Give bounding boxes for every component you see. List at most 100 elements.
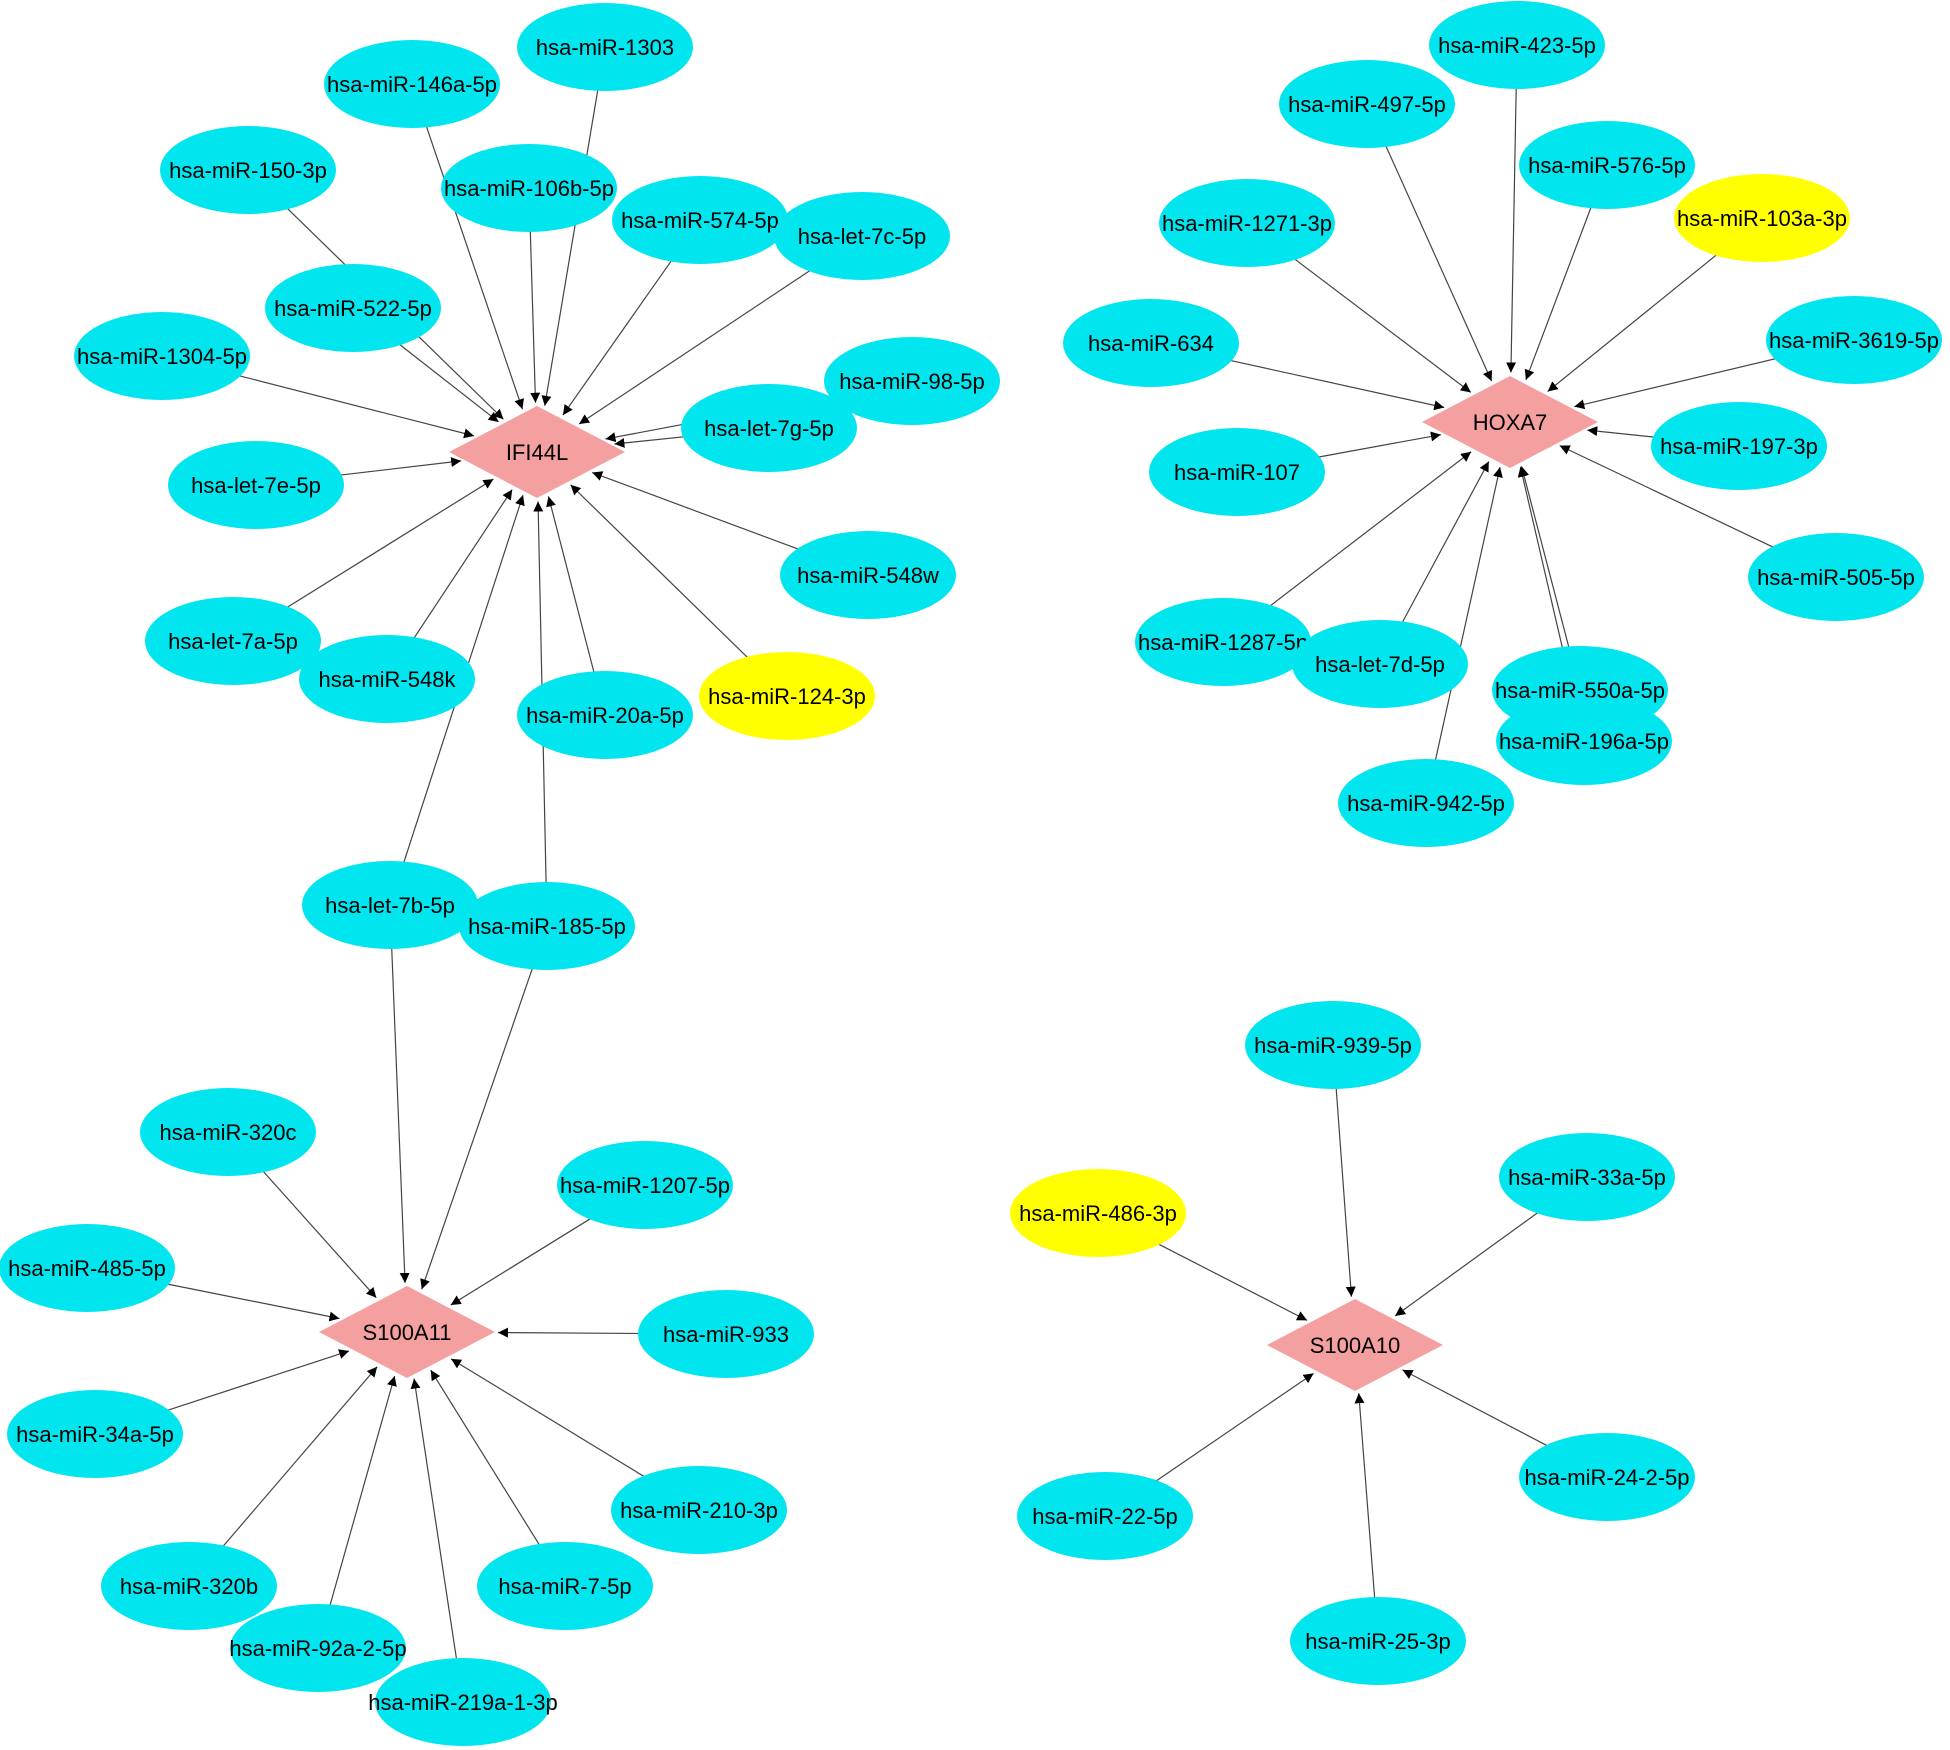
mirna-label: hsa-miR-1303	[536, 35, 674, 60]
mirna-label: hsa-let-7a-5p	[168, 629, 298, 654]
mirna-node[interactable]: hsa-miR-505-5p	[1748, 533, 1924, 621]
mirna-label: hsa-miR-197-3p	[1660, 434, 1818, 459]
mirna-node[interactable]: hsa-let-7c-5p	[774, 192, 950, 280]
edge-m35-S100A11	[450, 1213, 599, 1306]
mirna-node[interactable]: hsa-miR-20a-5p	[517, 671, 693, 759]
mirna-node[interactable]: hsa-miR-33a-5p	[1499, 1133, 1675, 1221]
mirna-ellipse	[477, 1542, 653, 1630]
mirna-node[interactable]: hsa-miR-1207-5p	[557, 1141, 733, 1229]
edge-m38-S100A11	[157, 1349, 350, 1415]
edge-m22-HOXA7	[1287, 253, 1472, 393]
mirna-node[interactable]: hsa-miR-1304-5p	[74, 312, 250, 400]
mirna-node[interactable]: hsa-miR-34a-5p	[7, 1390, 183, 1478]
edge-m15-IFI44L	[546, 496, 596, 679]
mirna-node[interactable]: hsa-miR-98-5p	[824, 337, 1000, 425]
mirna-node[interactable]: hsa-let-7d-5p	[1292, 620, 1468, 708]
mirna-ellipse	[1496, 697, 1672, 785]
mirna-node[interactable]: hsa-miR-576-5p	[1519, 121, 1695, 209]
mirna-node[interactable]: hsa-miR-3619-5p	[1766, 296, 1942, 384]
mirna-ellipse	[612, 176, 788, 264]
mirna-label: hsa-let-7g-5p	[704, 416, 834, 441]
mirna-node[interactable]: hsa-miR-92a-2-5p	[229, 1604, 407, 1692]
mirna-node[interactable]: hsa-miR-423-5p	[1429, 1, 1605, 89]
edge-m4-IFI44L	[529, 225, 541, 403]
mirna-node[interactable]: hsa-miR-124-3p	[699, 652, 875, 740]
edge-m49-S100A10	[1354, 1393, 1376, 1604]
edge-m11-IFI44L	[328, 457, 462, 478]
edge-m2-IFI44L	[423, 120, 524, 410]
edge-m16-IFI44L	[570, 484, 754, 664]
mirna-ellipse	[101, 1542, 277, 1630]
edge-m46-S100A10	[1149, 1239, 1308, 1321]
mirna-node[interactable]: hsa-miR-185-5p	[459, 882, 635, 970]
mirna-label: hsa-miR-1271-3p	[1162, 211, 1332, 236]
mirna-node[interactable]: hsa-miR-486-3p	[1010, 1169, 1186, 1257]
mirna-node[interactable]: hsa-miR-548w	[780, 531, 956, 619]
mirna-label: hsa-miR-196a-5p	[1499, 729, 1669, 754]
mirna-node[interactable]: hsa-miR-107	[1149, 428, 1325, 516]
mirna-node[interactable]: hsa-miR-150-3p	[160, 126, 336, 214]
target-gene-node[interactable]: HOXA7	[1422, 376, 1598, 468]
mirna-node[interactable]: hsa-let-7b-5p	[302, 861, 478, 949]
edge-m17-S100A11	[390, 942, 410, 1283]
mirna-ellipse	[140, 1088, 316, 1176]
mirna-node[interactable]: hsa-miR-219a-1-3p	[368, 1658, 558, 1746]
mirna-node[interactable]: hsa-let-7a-5p	[145, 597, 321, 685]
mirna-ellipse	[7, 1390, 183, 1478]
mirna-node[interactable]: hsa-miR-197-3p	[1651, 402, 1827, 490]
mirna-node[interactable]: hsa-miR-210-3p	[611, 1466, 787, 1554]
mirna-node[interactable]: hsa-let-7e-5p	[168, 441, 344, 529]
mirna-node[interactable]: hsa-miR-22-5p	[1017, 1472, 1193, 1560]
mirna-ellipse	[459, 882, 635, 970]
mirna-node[interactable]: hsa-miR-320b	[101, 1542, 277, 1630]
mirna-node[interactable]: hsa-miR-485-5p	[0, 1224, 175, 1312]
mirna-ellipse	[1279, 60, 1455, 148]
highlighted-mirna-ellipse	[699, 652, 875, 740]
target-gene-node[interactable]: S100A10	[1267, 1299, 1443, 1391]
mirna-node[interactable]: hsa-miR-574-5p	[612, 176, 788, 264]
mirna-node[interactable]: hsa-miR-933	[638, 1290, 814, 1378]
mirna-node[interactable]: hsa-miR-942-5p	[1338, 759, 1514, 847]
mirna-node[interactable]: hsa-miR-1303	[517, 3, 693, 91]
mirna-node[interactable]: hsa-miR-939-5p	[1245, 1001, 1421, 1089]
mirna-node[interactable]: hsa-miR-522-5p	[265, 264, 441, 352]
mirna-label: hsa-miR-320c	[160, 1120, 297, 1145]
mirna-label: hsa-miR-486-3p	[1019, 1201, 1177, 1226]
edge-m40-S100A11	[218, 1366, 378, 1553]
mirna-label: hsa-let-7e-5p	[191, 473, 321, 498]
mirna-label: hsa-miR-185-5p	[468, 914, 626, 939]
mirna-node[interactable]: hsa-miR-24-2-5p	[1519, 1433, 1695, 1521]
mirna-node[interactable]: hsa-miR-634	[1063, 299, 1239, 387]
mirna-node[interactable]: hsa-miR-103a-3p	[1674, 174, 1850, 262]
edge-m12-IFI44L	[591, 471, 809, 554]
edge-m13-IFI44L	[279, 478, 494, 613]
mirna-ellipse	[145, 597, 321, 685]
edge-m45-S100A10	[1394, 1207, 1545, 1317]
mirna-node[interactable]: hsa-miR-196a-5p	[1496, 697, 1672, 785]
highlighted-mirna-ellipse	[1674, 174, 1850, 262]
mirna-label: hsa-miR-24-2-5p	[1524, 1465, 1689, 1490]
mirna-node[interactable]: hsa-let-7g-5p	[681, 384, 857, 472]
mirna-node[interactable]: hsa-miR-320c	[140, 1088, 316, 1176]
mirna-ellipse	[517, 3, 693, 91]
mirna-node[interactable]: hsa-miR-548k	[299, 635, 475, 723]
mirna-label: hsa-miR-939-5p	[1254, 1033, 1412, 1058]
mirna-node[interactable]: hsa-miR-146a-5p	[324, 40, 500, 128]
edge-m18-S100A11	[420, 962, 535, 1290]
mirna-ellipse	[557, 1141, 733, 1229]
mirna-ellipse	[1149, 428, 1325, 516]
mirna-ellipse	[774, 192, 950, 280]
mirna-node[interactable]: hsa-miR-106b-5p	[441, 144, 617, 232]
mirna-node[interactable]: hsa-miR-25-3p	[1290, 1597, 1466, 1685]
target-gene-node[interactable]: S100A11	[319, 1286, 495, 1378]
mirna-node[interactable]: hsa-miR-7-5p	[477, 1542, 653, 1630]
mirna-node[interactable]: hsa-miR-497-5p	[1279, 60, 1455, 148]
edge-m27-HOXA7	[1587, 426, 1666, 439]
mirna-ellipse	[1290, 1597, 1466, 1685]
target-gene-node[interactable]: IFI44L	[449, 406, 625, 498]
mirna-node[interactable]: hsa-miR-1271-3p	[1159, 179, 1335, 267]
edge-m30-HOXA7	[1398, 461, 1490, 629]
mirna-ellipse	[638, 1290, 814, 1378]
mirna-node[interactable]: hsa-miR-1287-5p	[1135, 598, 1311, 686]
